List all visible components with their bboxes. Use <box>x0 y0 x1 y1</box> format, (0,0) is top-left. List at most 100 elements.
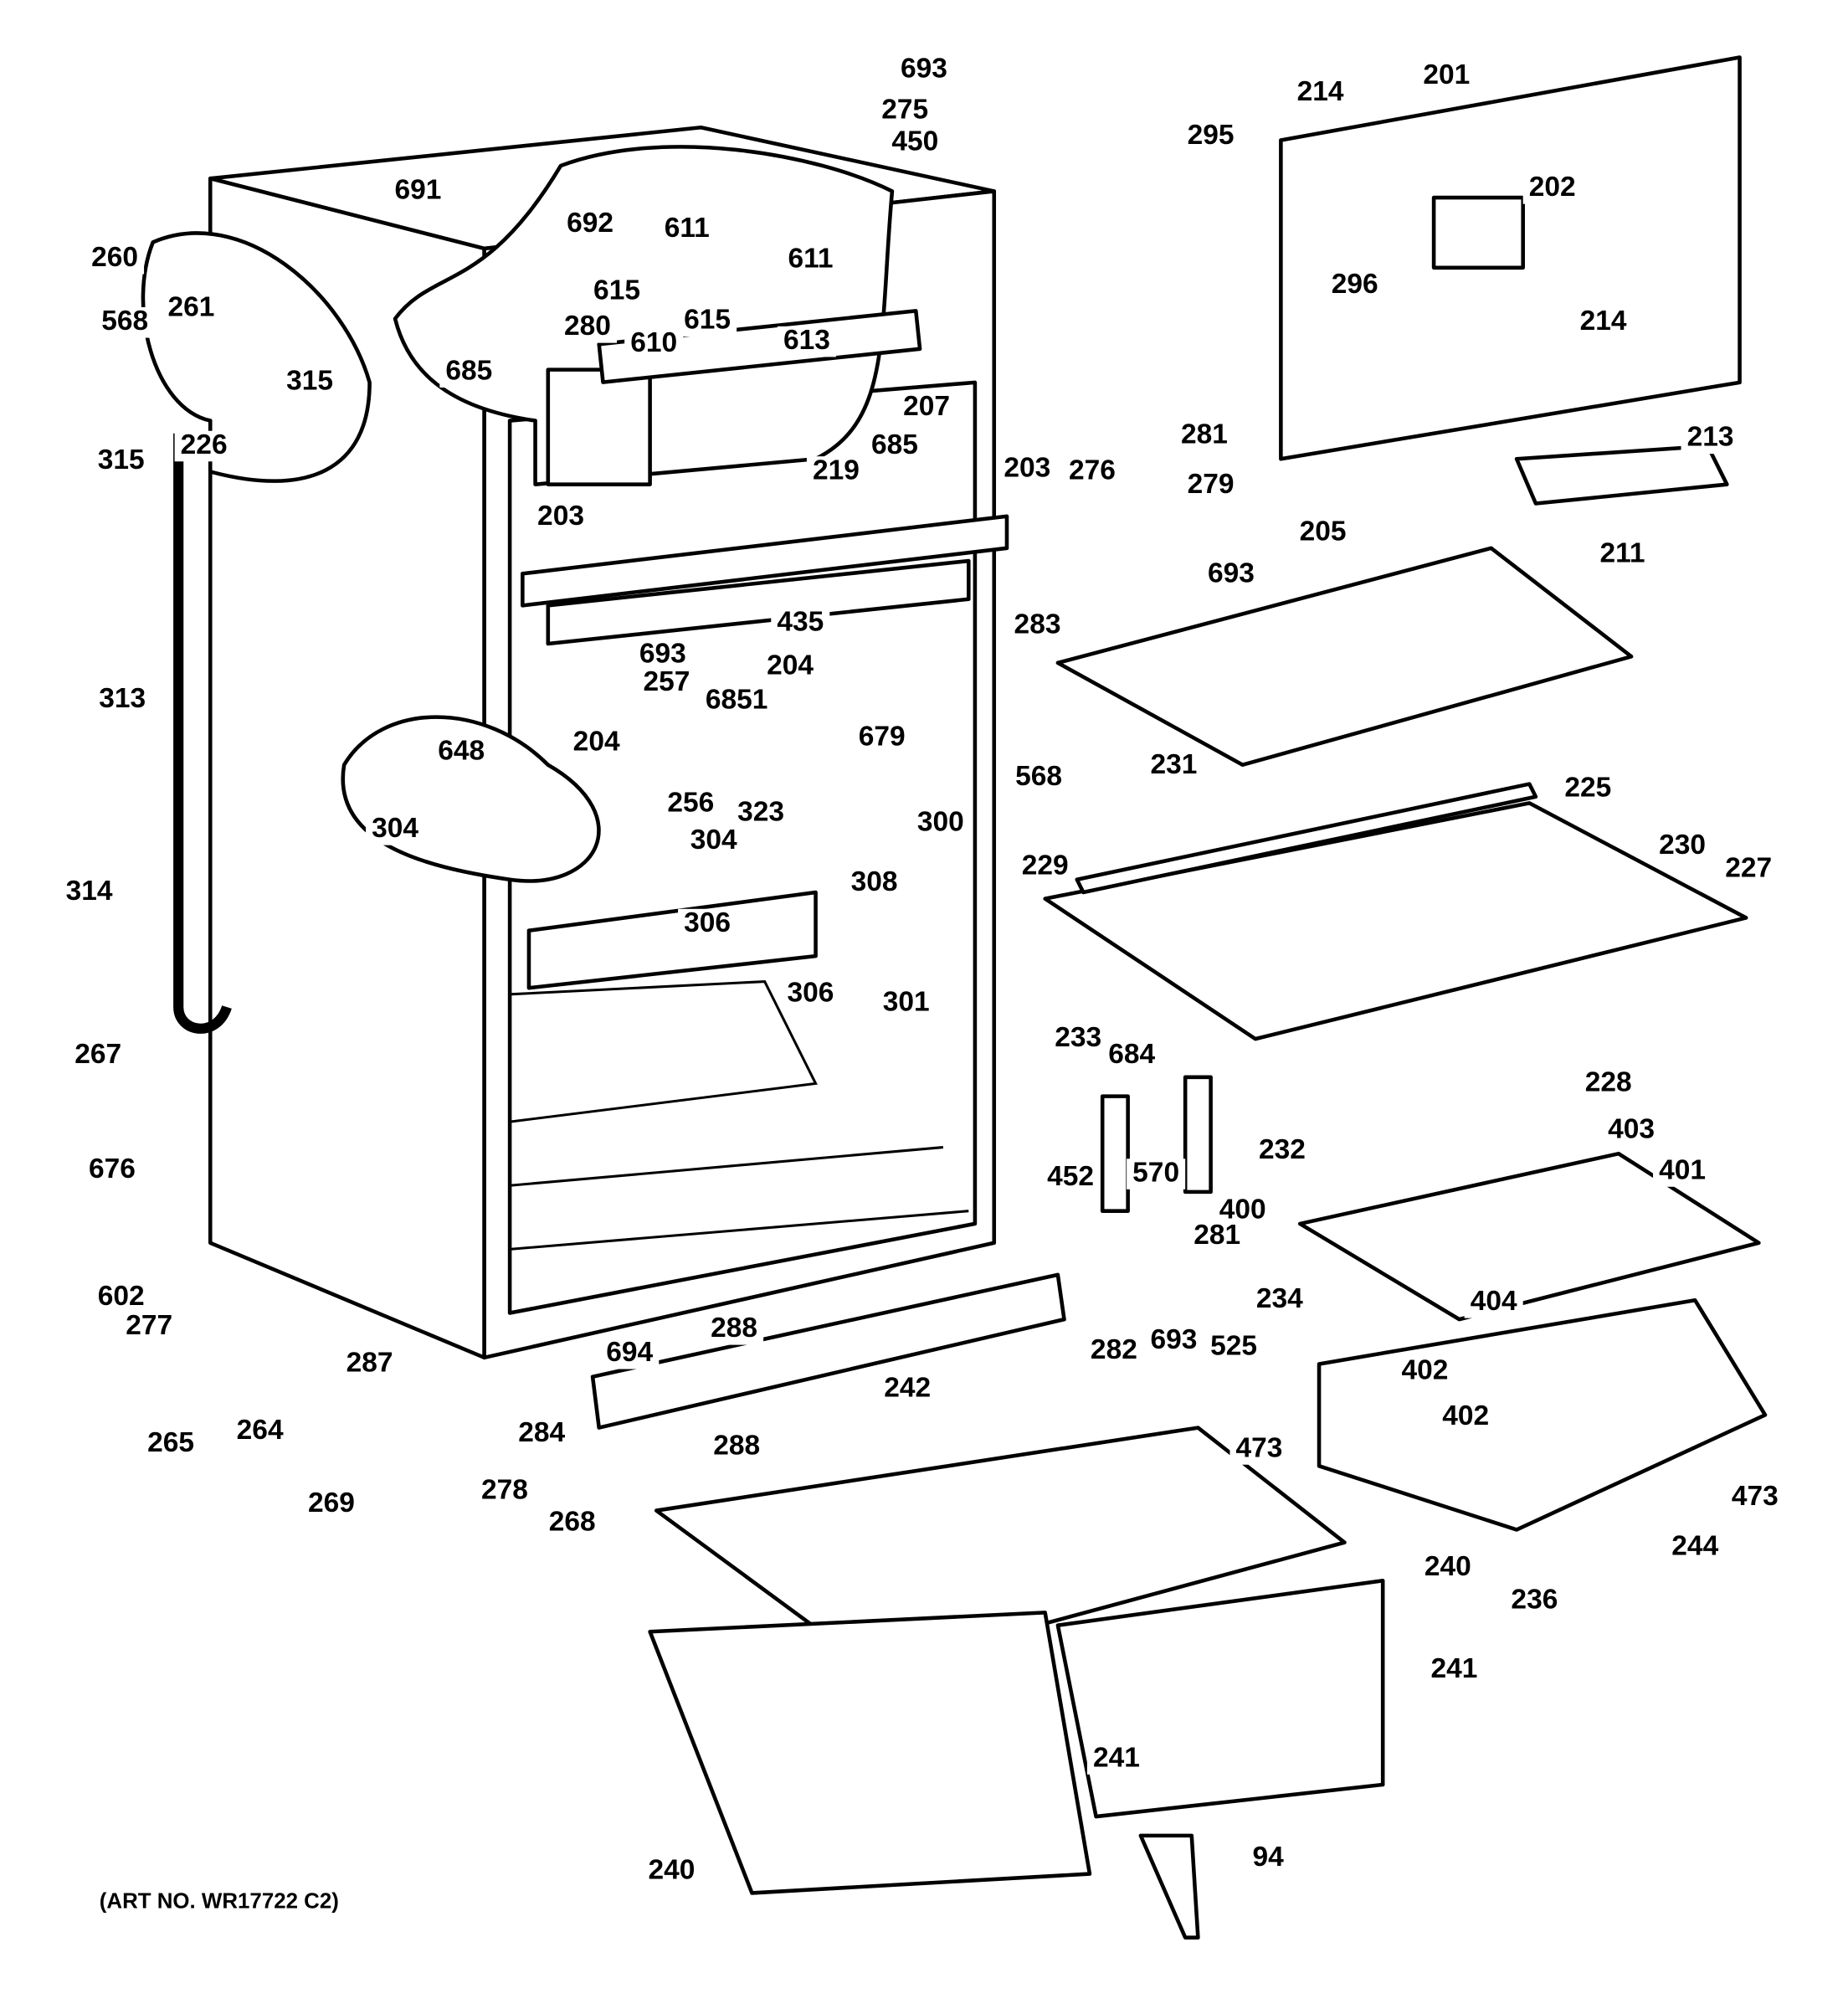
label-background <box>475 1476 535 1507</box>
label-background <box>82 1154 142 1186</box>
part-label-611: 611 <box>788 244 833 275</box>
part-label-236: 236 <box>1511 1585 1558 1616</box>
part-label-402: 402 <box>1401 1354 1448 1385</box>
part-label-267: 267 <box>74 1039 121 1070</box>
part-label-279: 279 <box>1188 469 1235 500</box>
label-background <box>777 326 836 357</box>
part-label-211: 211 <box>1599 537 1645 568</box>
part-label-685: 685 <box>871 429 918 460</box>
label-background <box>624 328 684 360</box>
part-label-568: 568 <box>101 306 148 337</box>
part-label-203: 203 <box>537 501 584 532</box>
part-label-283: 283 <box>1014 609 1061 640</box>
label-background <box>637 667 696 699</box>
label-background <box>878 1374 937 1405</box>
label-background <box>512 1418 572 1450</box>
part-label-613: 613 <box>783 325 830 356</box>
part-label-256: 256 <box>667 788 714 819</box>
label-background <box>657 213 716 245</box>
part-label-694: 694 <box>606 1337 653 1368</box>
part-label-231: 231 <box>1151 749 1198 780</box>
label-background <box>340 1349 399 1380</box>
label-background <box>587 276 647 308</box>
small-shelf <box>1297 1151 1761 1322</box>
part-label-473: 473 <box>1732 1481 1779 1512</box>
label-background <box>633 640 692 671</box>
part-label-401: 401 <box>1659 1154 1706 1185</box>
part-label-452: 452 <box>1047 1161 1094 1192</box>
part-label-280: 280 <box>564 311 611 342</box>
part-label-315: 315 <box>286 366 333 397</box>
label-background <box>707 1431 767 1462</box>
part-label-602: 602 <box>98 1281 145 1312</box>
part-label-473: 473 <box>1236 1432 1283 1463</box>
part-label-676: 676 <box>89 1154 136 1184</box>
label-background <box>844 868 904 899</box>
label-background <box>1174 420 1235 452</box>
part-label-611: 611 <box>665 213 710 244</box>
label-background <box>852 722 911 753</box>
label-background <box>120 1312 179 1343</box>
part-label-287: 287 <box>346 1347 393 1378</box>
label-background <box>1464 1287 1523 1318</box>
part-label-232: 232 <box>1259 1134 1306 1165</box>
part-label-615: 615 <box>593 275 640 306</box>
part-label-214: 214 <box>1580 306 1627 337</box>
label-background <box>1666 1532 1725 1564</box>
label-background <box>865 430 924 462</box>
part-label-233: 233 <box>1055 1022 1101 1053</box>
label-background <box>85 243 145 275</box>
label-background <box>1291 77 1350 109</box>
label-background <box>542 1508 602 1539</box>
part-label-296: 296 <box>1332 269 1378 300</box>
label-background <box>1395 1356 1455 1387</box>
cutaway-top <box>393 145 922 486</box>
label-background <box>1102 1040 1162 1071</box>
label-background <box>1681 423 1740 455</box>
part-label-244: 244 <box>1671 1531 1718 1562</box>
part-label-225: 225 <box>1564 772 1611 803</box>
part-label-648: 648 <box>438 735 485 766</box>
label-background <box>1593 539 1652 570</box>
label-background <box>1008 610 1067 641</box>
part-label-240: 240 <box>1424 1551 1471 1582</box>
shelf-supports <box>1100 1075 1213 1213</box>
label-background <box>1578 1068 1638 1099</box>
label-background <box>230 1416 290 1447</box>
label-background <box>1181 470 1240 501</box>
label-background <box>1252 1135 1312 1167</box>
label-background <box>95 307 155 338</box>
part-label-227: 227 <box>1725 852 1772 883</box>
part-label-306: 306 <box>684 907 731 938</box>
part-label-313: 313 <box>99 683 146 714</box>
part-label-203: 203 <box>1004 452 1050 483</box>
part-label-282: 282 <box>1091 1334 1137 1365</box>
label-background <box>678 908 737 940</box>
label-background <box>781 244 840 275</box>
label-background <box>911 808 970 840</box>
label-background <box>1558 773 1618 804</box>
part-label-204: 204 <box>573 727 620 758</box>
label-background <box>432 737 491 768</box>
label-background <box>771 608 830 639</box>
label-background <box>439 357 499 388</box>
part-label-300: 300 <box>917 807 964 838</box>
part-label-229: 229 <box>1022 850 1069 881</box>
part-label-284: 284 <box>518 1417 565 1448</box>
label-background <box>1417 61 1476 92</box>
label-background <box>732 798 791 829</box>
part-label-265: 265 <box>147 1427 194 1458</box>
part-label-400: 400 <box>1219 1195 1266 1225</box>
label-background <box>1418 1552 1477 1584</box>
part-label-615: 615 <box>684 305 731 336</box>
label-background <box>1293 517 1353 548</box>
part-label-281: 281 <box>1194 1220 1240 1251</box>
label-background <box>1436 1402 1496 1433</box>
label-background <box>897 393 957 424</box>
part-label-306: 306 <box>788 978 834 1009</box>
part-label-295: 295 <box>1188 120 1235 151</box>
ice-tray <box>1514 444 1729 506</box>
label-background <box>1062 456 1122 487</box>
label-background <box>1325 270 1384 301</box>
label-background <box>705 1314 764 1345</box>
